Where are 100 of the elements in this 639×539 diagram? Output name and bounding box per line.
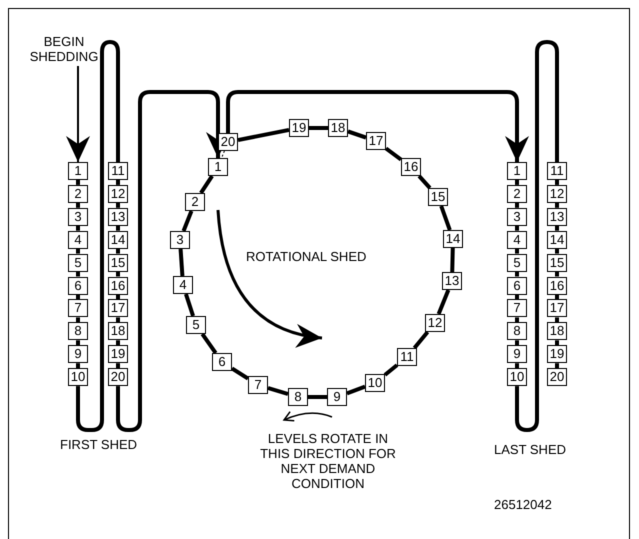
level-box: 3 (170, 231, 190, 249)
connector-line (555, 248, 559, 254)
connector-line (238, 128, 290, 142)
dashed-line (221, 150, 225, 158)
level-box: 20 (108, 368, 128, 386)
connector-line (76, 363, 80, 368)
connector-line (555, 202, 559, 208)
connector-line (116, 340, 120, 346)
connector-line (515, 202, 519, 208)
level-box: 19 (289, 119, 309, 137)
connector-line (515, 340, 519, 346)
connector-line (76, 340, 80, 346)
level-box: 14 (547, 230, 567, 249)
level-box: 11 (108, 162, 128, 180)
level-box: 8 (68, 322, 88, 340)
connector-line (116, 363, 120, 368)
connector-line (76, 40, 120, 432)
connector-line (450, 248, 455, 272)
level-box: 3 (507, 208, 527, 226)
level-box: 9 (507, 345, 527, 364)
connector-line (515, 40, 559, 432)
connector-line (199, 174, 214, 194)
level-box: 20 (547, 368, 567, 386)
level-box: 9 (68, 345, 88, 364)
connector-line (230, 366, 250, 380)
connector-line (76, 272, 80, 276)
connector-line (184, 293, 195, 317)
level-box: 11 (397, 348, 417, 366)
arrow (226, 90, 529, 162)
level-box: 6 (212, 353, 232, 371)
connector-line (515, 226, 519, 231)
level-box: 14 (443, 230, 463, 248)
level-box: 16 (547, 276, 567, 294)
connector-line (555, 226, 559, 231)
connector-line (76, 180, 80, 185)
level-box: 4 (507, 230, 527, 249)
connector-line (515, 317, 519, 322)
connector-line (515, 363, 519, 368)
connector-line (178, 248, 184, 276)
level-box: 13 (547, 208, 567, 226)
connector-line (116, 248, 120, 254)
level-box: 12 (425, 314, 445, 332)
connector-line (308, 395, 327, 399)
level-box: 2 (185, 193, 205, 211)
level-box: 1 (507, 162, 527, 180)
level-box: 8 (507, 322, 527, 340)
level-box: 15 (547, 254, 567, 272)
level-box: 19 (108, 345, 128, 364)
level-box: 7 (68, 299, 88, 318)
connector-line (116, 226, 120, 231)
connector-line (515, 180, 519, 185)
level-box: 7 (507, 299, 527, 318)
level-box: 5 (186, 316, 206, 334)
connector-line (384, 364, 398, 376)
level-box: 12 (547, 184, 567, 203)
connector-line (515, 248, 519, 254)
level-box: 15 (428, 188, 448, 206)
level-box: 10 (507, 368, 527, 386)
level-box: 10 (68, 368, 88, 386)
connector-line (116, 180, 120, 185)
connector-line (116, 317, 120, 322)
level-box: 5 (68, 254, 88, 272)
connector-line (412, 330, 430, 350)
connector-line (346, 384, 366, 396)
connector-line (267, 386, 289, 396)
connector-line (76, 248, 80, 254)
level-box: 2 (68, 184, 88, 203)
level-box: 17 (547, 299, 567, 318)
level-box: 11 (547, 162, 567, 180)
section-label: LAST SHED (494, 442, 568, 457)
connector-line (439, 205, 452, 231)
level-box: 6 (507, 276, 527, 294)
level-box: 1 (68, 162, 88, 180)
level-box: 19 (547, 345, 567, 364)
connector-line (76, 226, 80, 231)
figure-number: 26512042 (494, 497, 553, 512)
level-box: 18 (108, 322, 128, 340)
level-box: 5 (507, 254, 527, 272)
level-box: 4 (173, 276, 193, 294)
section-label: ROTATIONAL SHED (246, 249, 368, 264)
level-box: 16 (108, 276, 128, 294)
connector-line (555, 363, 559, 368)
level-box: 2 (507, 184, 527, 203)
level-box: 9 (327, 388, 347, 406)
level-box: 14 (108, 230, 128, 249)
connector-line (555, 180, 559, 185)
level-box: 18 (547, 322, 567, 340)
connector-line (347, 130, 367, 140)
connector-line (76, 317, 80, 322)
connector-line (116, 272, 120, 276)
connector-line (309, 126, 328, 130)
connector-line (76, 202, 80, 208)
level-box: 4 (68, 230, 88, 249)
level-box: 17 (366, 132, 386, 150)
level-box: 16 (401, 158, 421, 176)
level-box: 17 (108, 299, 128, 318)
arrow (66, 66, 90, 162)
level-box: 10 (365, 374, 385, 392)
level-box: 3 (68, 208, 88, 226)
connector-line (515, 272, 519, 276)
